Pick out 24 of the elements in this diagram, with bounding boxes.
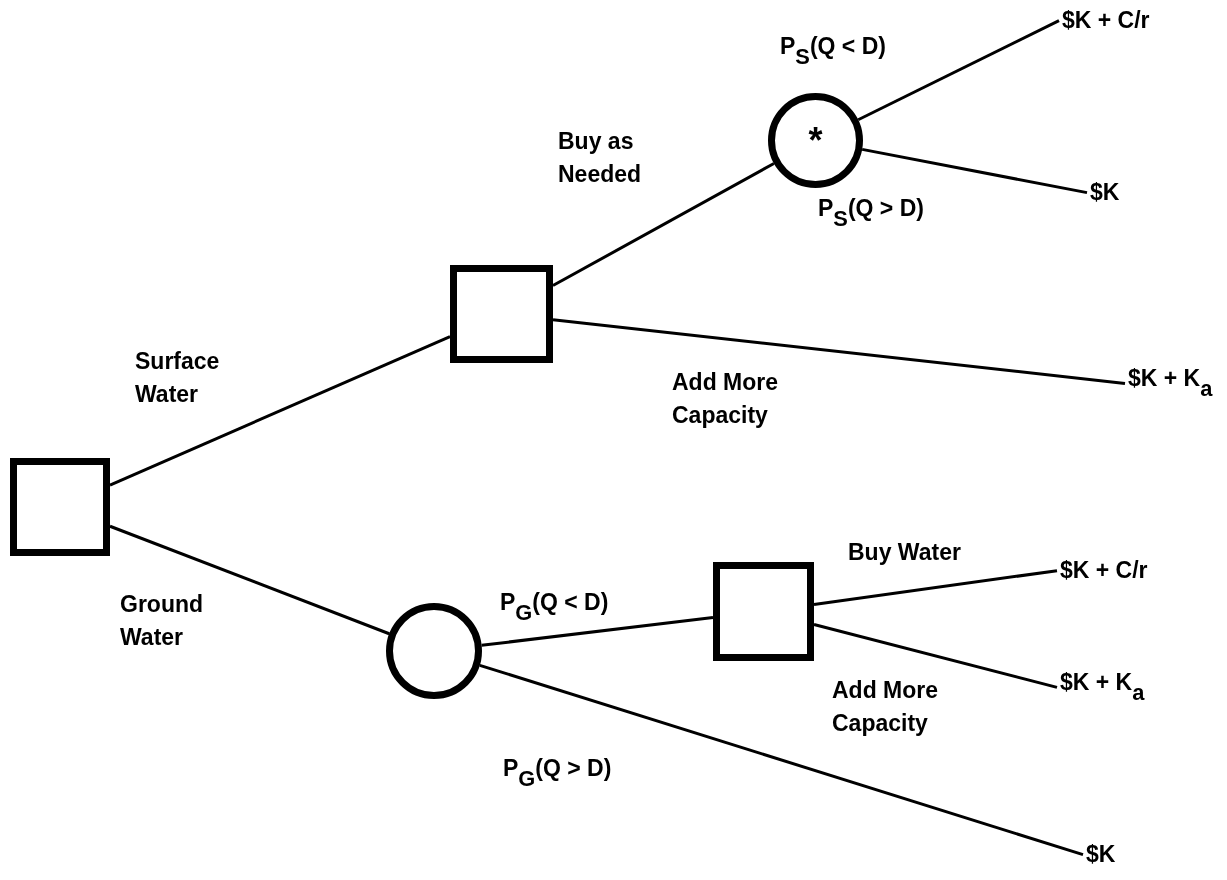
branch-line <box>857 19 1060 122</box>
decision-node-square <box>450 265 553 363</box>
payoff-label: $K + C/r <box>1062 8 1150 34</box>
payoff-label: $K <box>1086 842 1116 868</box>
branch-line <box>552 318 1126 385</box>
node-symbol: * <box>808 122 823 159</box>
decision-node-square <box>10 458 110 556</box>
branch-line <box>813 569 1058 607</box>
edge-label: Ground Water <box>120 590 205 653</box>
branch-line <box>109 335 451 487</box>
edge-label: Add More Capacity <box>832 676 940 739</box>
branch-line <box>481 616 714 647</box>
edge-label: Add More Capacity <box>672 368 780 431</box>
edge-label: Buy as Needed <box>558 127 643 190</box>
edge-label: Surface Water <box>135 347 221 410</box>
branch-line <box>479 663 1084 857</box>
decision-node-square <box>713 562 814 661</box>
payoff-label: $K <box>1090 180 1120 206</box>
branch-line <box>813 622 1058 689</box>
payoff-label: $K + C/r <box>1060 558 1148 584</box>
branch-line <box>552 162 775 287</box>
branch-line <box>109 524 390 636</box>
branch-line <box>861 147 1088 195</box>
edge-label: Buy Water <box>848 538 961 567</box>
